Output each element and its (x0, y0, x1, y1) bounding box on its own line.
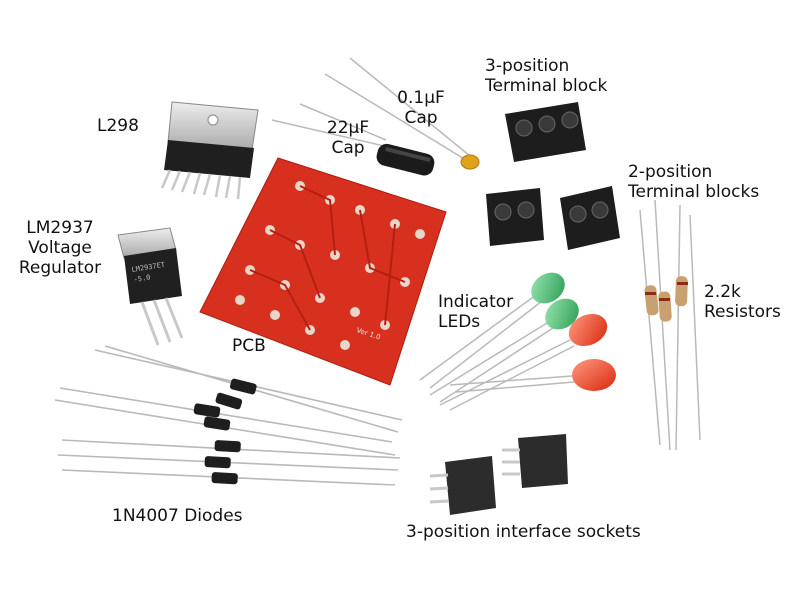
led-green-2 (429, 298, 579, 403)
terminal-block-2pos-a (486, 188, 544, 246)
label-3pos-terminal: 3-position Terminal block (485, 56, 608, 96)
label-2pos-terminals: 2-position Terminal blocks (628, 162, 760, 202)
label-resistors: 2.2k Resistors (704, 282, 781, 322)
label-indicator-leds: Indicator LEDs (438, 292, 514, 332)
led-green-1 (419, 272, 565, 389)
terminal-block-3pos (505, 102, 586, 162)
regulator-marking-line2: -5.0 (133, 273, 151, 284)
label-lm2937: LM2937 Voltage Regulator (18, 218, 102, 278)
led-red-1 (439, 313, 608, 411)
label-01uf-cap: 0.1µF Cap (397, 88, 445, 128)
label-pcb: PCB (232, 336, 266, 356)
ceramic-capacitor (324, 57, 480, 170)
electrolytic-capacitor (271, 103, 435, 176)
l298-chip (160, 101, 259, 200)
diodes-bundle (54, 345, 403, 486)
led-red-2 (449, 359, 616, 393)
label-22uf-cap: 22µF Cap (326, 118, 370, 158)
resistor-pair (639, 199, 701, 451)
pcb-board: Ver 1.0 (199, 157, 447, 386)
interface-socket-b (502, 434, 568, 488)
terminal-block-2pos-b (560, 186, 620, 250)
interface-socket-a (429, 456, 496, 515)
label-l298: L298 (97, 116, 139, 136)
lm2937-regulator: LM2937ET -5.0 (117, 227, 184, 346)
label-interface-sockets: 3-position interface sockets (406, 522, 641, 542)
label-diodes: 1N4007 Diodes (112, 506, 243, 526)
